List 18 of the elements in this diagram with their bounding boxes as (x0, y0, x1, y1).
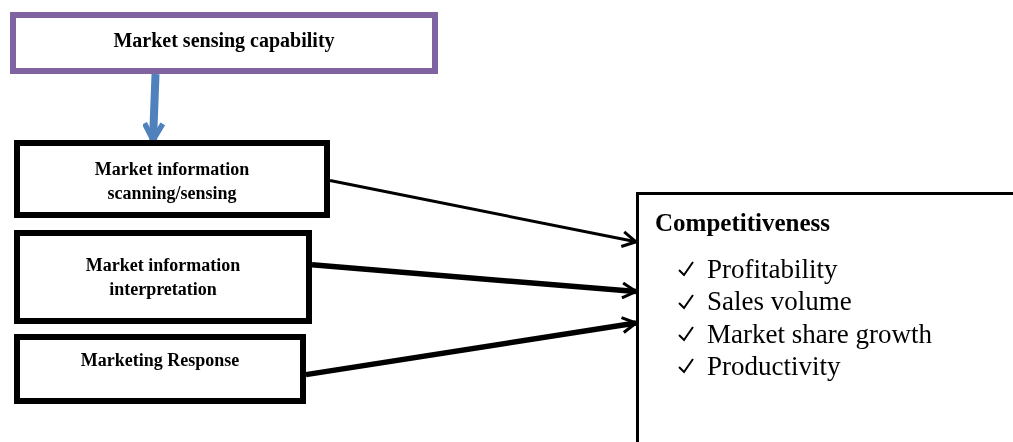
arrow (311, 262, 638, 300)
list-item: Market share growth (707, 317, 932, 351)
process-box (14, 230, 312, 324)
process-box (10, 12, 438, 74)
process-box (14, 334, 306, 404)
list-item: Sales volume (707, 285, 852, 318)
box-label: Marketing Response (80, 349, 240, 372)
arrow (141, 73, 166, 143)
box-label: Market sensing capability (113, 28, 335, 54)
list-item: Profitability (707, 253, 838, 286)
outcome-box (636, 192, 1013, 442)
box-heading: Competitiveness (655, 209, 830, 237)
arrow (305, 316, 638, 378)
box-label: Market information interpretation (84, 253, 242, 301)
arrow (329, 179, 638, 248)
list-item: Productivity (707, 350, 841, 383)
box-label: Market information scanning/sensing (93, 157, 251, 205)
process-box (14, 140, 330, 218)
